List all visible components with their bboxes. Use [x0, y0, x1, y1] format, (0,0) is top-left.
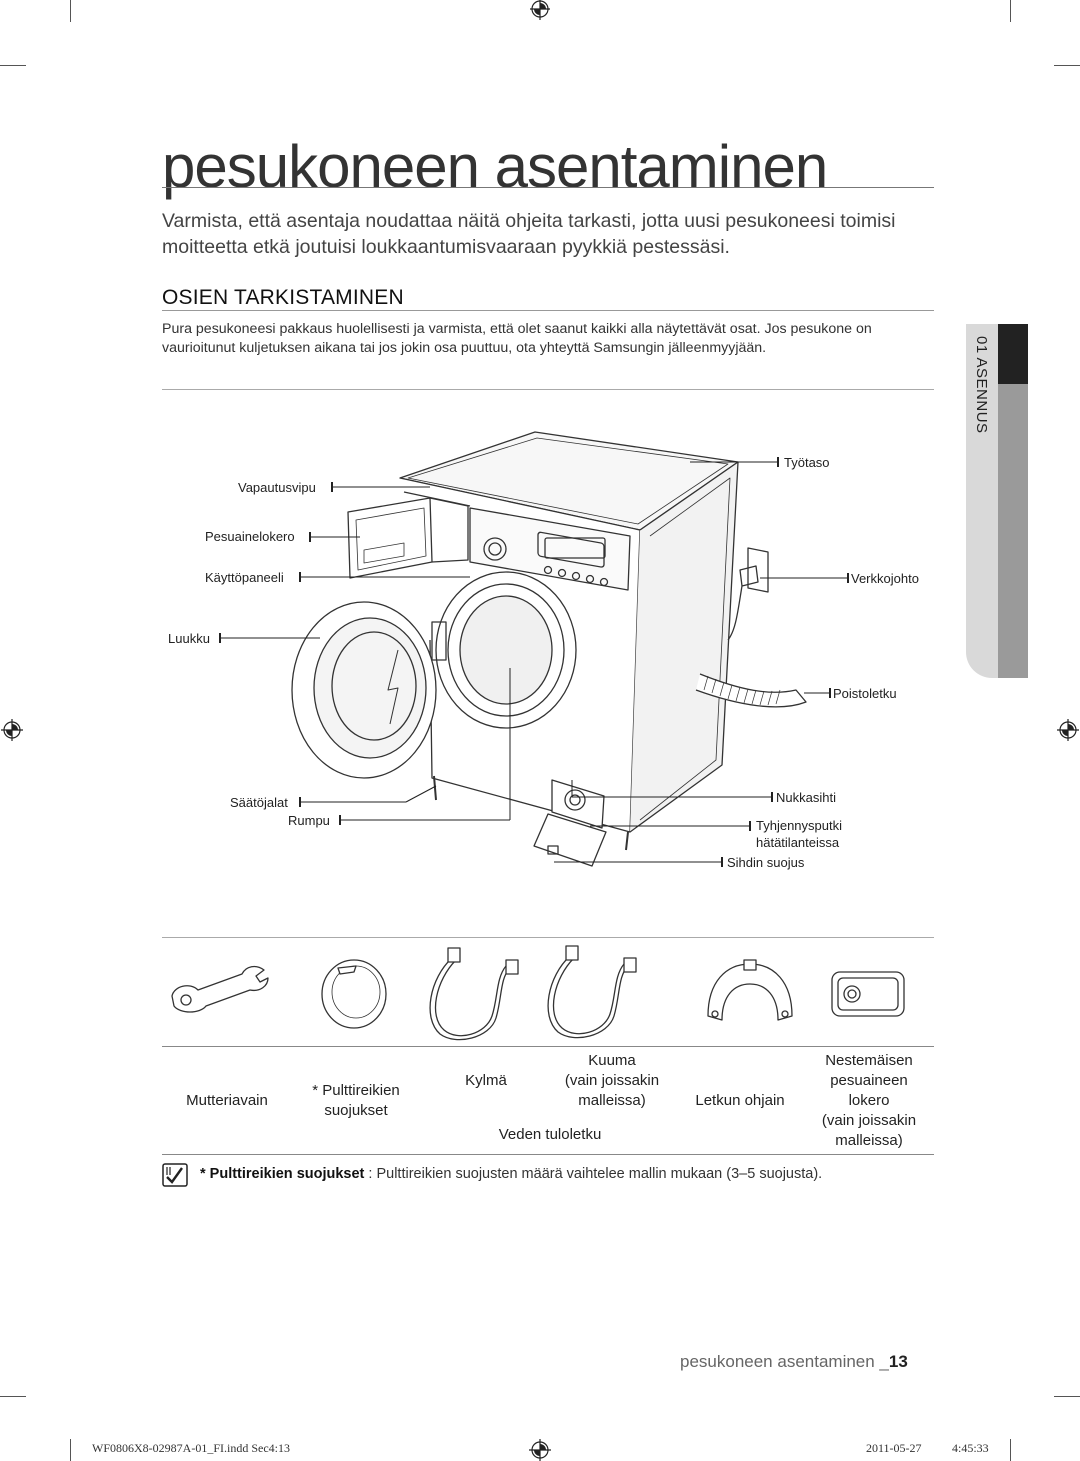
label-luukku: Luukku: [168, 631, 210, 646]
crop-mark: [1010, 0, 1011, 22]
cold-hose-icon: [429, 947, 519, 1041]
chapter-tab: [966, 324, 1028, 678]
caption-kuuma-2: (vain joissakin: [564, 1072, 660, 1089]
note-text: * Pulttireikien suojukset : Pulttireikie…: [200, 1166, 822, 1182]
detergent-box-icon: [831, 971, 905, 1017]
crop-mark: [1054, 1396, 1080, 1397]
caption-pulttireikien-1: * Pulttireikien: [312, 1082, 400, 1099]
crop-mark: [1054, 65, 1080, 66]
imprint-date: 2011-05-27: [866, 1441, 922, 1455]
page-number: 13: [888, 1352, 908, 1371]
label-verkkojohto: Verkkojohto: [851, 571, 919, 586]
registration-mark-left: [1, 719, 23, 741]
caption-kylma: Kylmä: [465, 1072, 507, 1089]
label-rumpu: Rumpu: [288, 813, 330, 828]
imprint-file: WF0806X8-02987A-01_FI.indd Sec4:13: [92, 1441, 290, 1455]
crop-mark: [0, 1396, 26, 1397]
label-kayttopaneeli: Käyttöpaneeli: [205, 570, 284, 585]
label-tyhjennysputki: Tyhjennysputki: [756, 818, 842, 833]
accessories-illustrations: [171, 945, 905, 1041]
chapter-tab-marker: [998, 324, 1028, 384]
caption-mutteriavain: Mutteriavain: [186, 1092, 268, 1109]
label-tyotaso: Työtaso: [784, 455, 830, 470]
chapter-tab-label-wrap: 01 ASENNUS: [968, 336, 998, 456]
imprint-time: 4:45:33: [952, 1441, 989, 1455]
cover-icon: [321, 959, 387, 1029]
crop-mark: [70, 1439, 71, 1461]
caption-pulttireikien-2: suojukset: [324, 1102, 388, 1119]
label-saatojalat: Säätöjalat: [230, 795, 288, 810]
washing-machine-diagram: [219, 431, 849, 867]
label-sihdin-suojus: Sihdin suojus: [727, 855, 805, 870]
caption-nestemaisen-5: malleissa): [835, 1132, 903, 1149]
accessories-mid-rule: [162, 1046, 934, 1047]
note-bold: * Pulttireikien suojukset: [200, 1166, 365, 1182]
note-body: : Pulttireikien suojusten määrä vaihtele…: [364, 1166, 823, 1182]
footer-title-text: pesukoneen asentaminen _: [680, 1352, 889, 1371]
crop-mark: [0, 65, 26, 66]
hot-hose-icon: [547, 945, 637, 1039]
label-tyhjennysputki-2: hätätilanteissa: [756, 835, 840, 850]
registration-mark-bottom: [529, 1439, 551, 1461]
caption-kuuma-3: malleissa): [578, 1092, 646, 1109]
footer-title: pesukoneen asentaminen _13: [680, 1352, 908, 1372]
section-text: Pura pesukoneesi pakkaus huolellisesti j…: [162, 321, 872, 356]
caption-nestemaisen-4: (vain joissakin: [821, 1112, 917, 1129]
chapter-tab-label: 01 ASENNUS: [973, 336, 990, 434]
note-icon: [162, 1163, 188, 1187]
accessories-top-rule: [162, 937, 934, 938]
section-rule: [162, 310, 934, 311]
title-rule: [162, 187, 934, 188]
caption-nestemaisen-1: Nestemäisen: [825, 1052, 913, 1069]
label-poistoletku: Poistoletku: [833, 686, 897, 701]
hose-guide-icon: [707, 959, 793, 1021]
spanner-icon: [171, 965, 269, 1013]
page-title: pesukoneen asentaminen: [162, 133, 828, 200]
section-text-rule: [162, 389, 934, 390]
accessories-bottom-rule: [162, 1154, 934, 1155]
registration-mark-top: [530, 0, 550, 20]
caption-nestemaisen-3: lokero: [848, 1092, 890, 1109]
chapter-tab-bar: [998, 384, 1028, 678]
crop-mark: [1010, 1439, 1011, 1461]
intro-text: Varmista, että asentaja noudattaa näitä …: [162, 210, 896, 258]
caption-letkun-ohjain: Letkun ohjain: [695, 1092, 785, 1109]
section-heading: OSIEN TARKISTAMINEN: [162, 286, 404, 309]
label-vapautusvipu: Vapautusvipu: [238, 480, 316, 495]
crop-mark: [70, 0, 71, 22]
label-pesuainelokero: Pesuainelokero: [205, 529, 295, 544]
label-nukkasihti: Nukkasihti: [776, 790, 836, 805]
caption-veden-tuloletku: Veden tuloletku: [498, 1126, 602, 1143]
registration-mark-right: [1057, 719, 1079, 741]
caption-nestemaisen-2: pesuaineen: [830, 1072, 908, 1089]
caption-kuuma-1: Kuuma: [588, 1052, 636, 1069]
